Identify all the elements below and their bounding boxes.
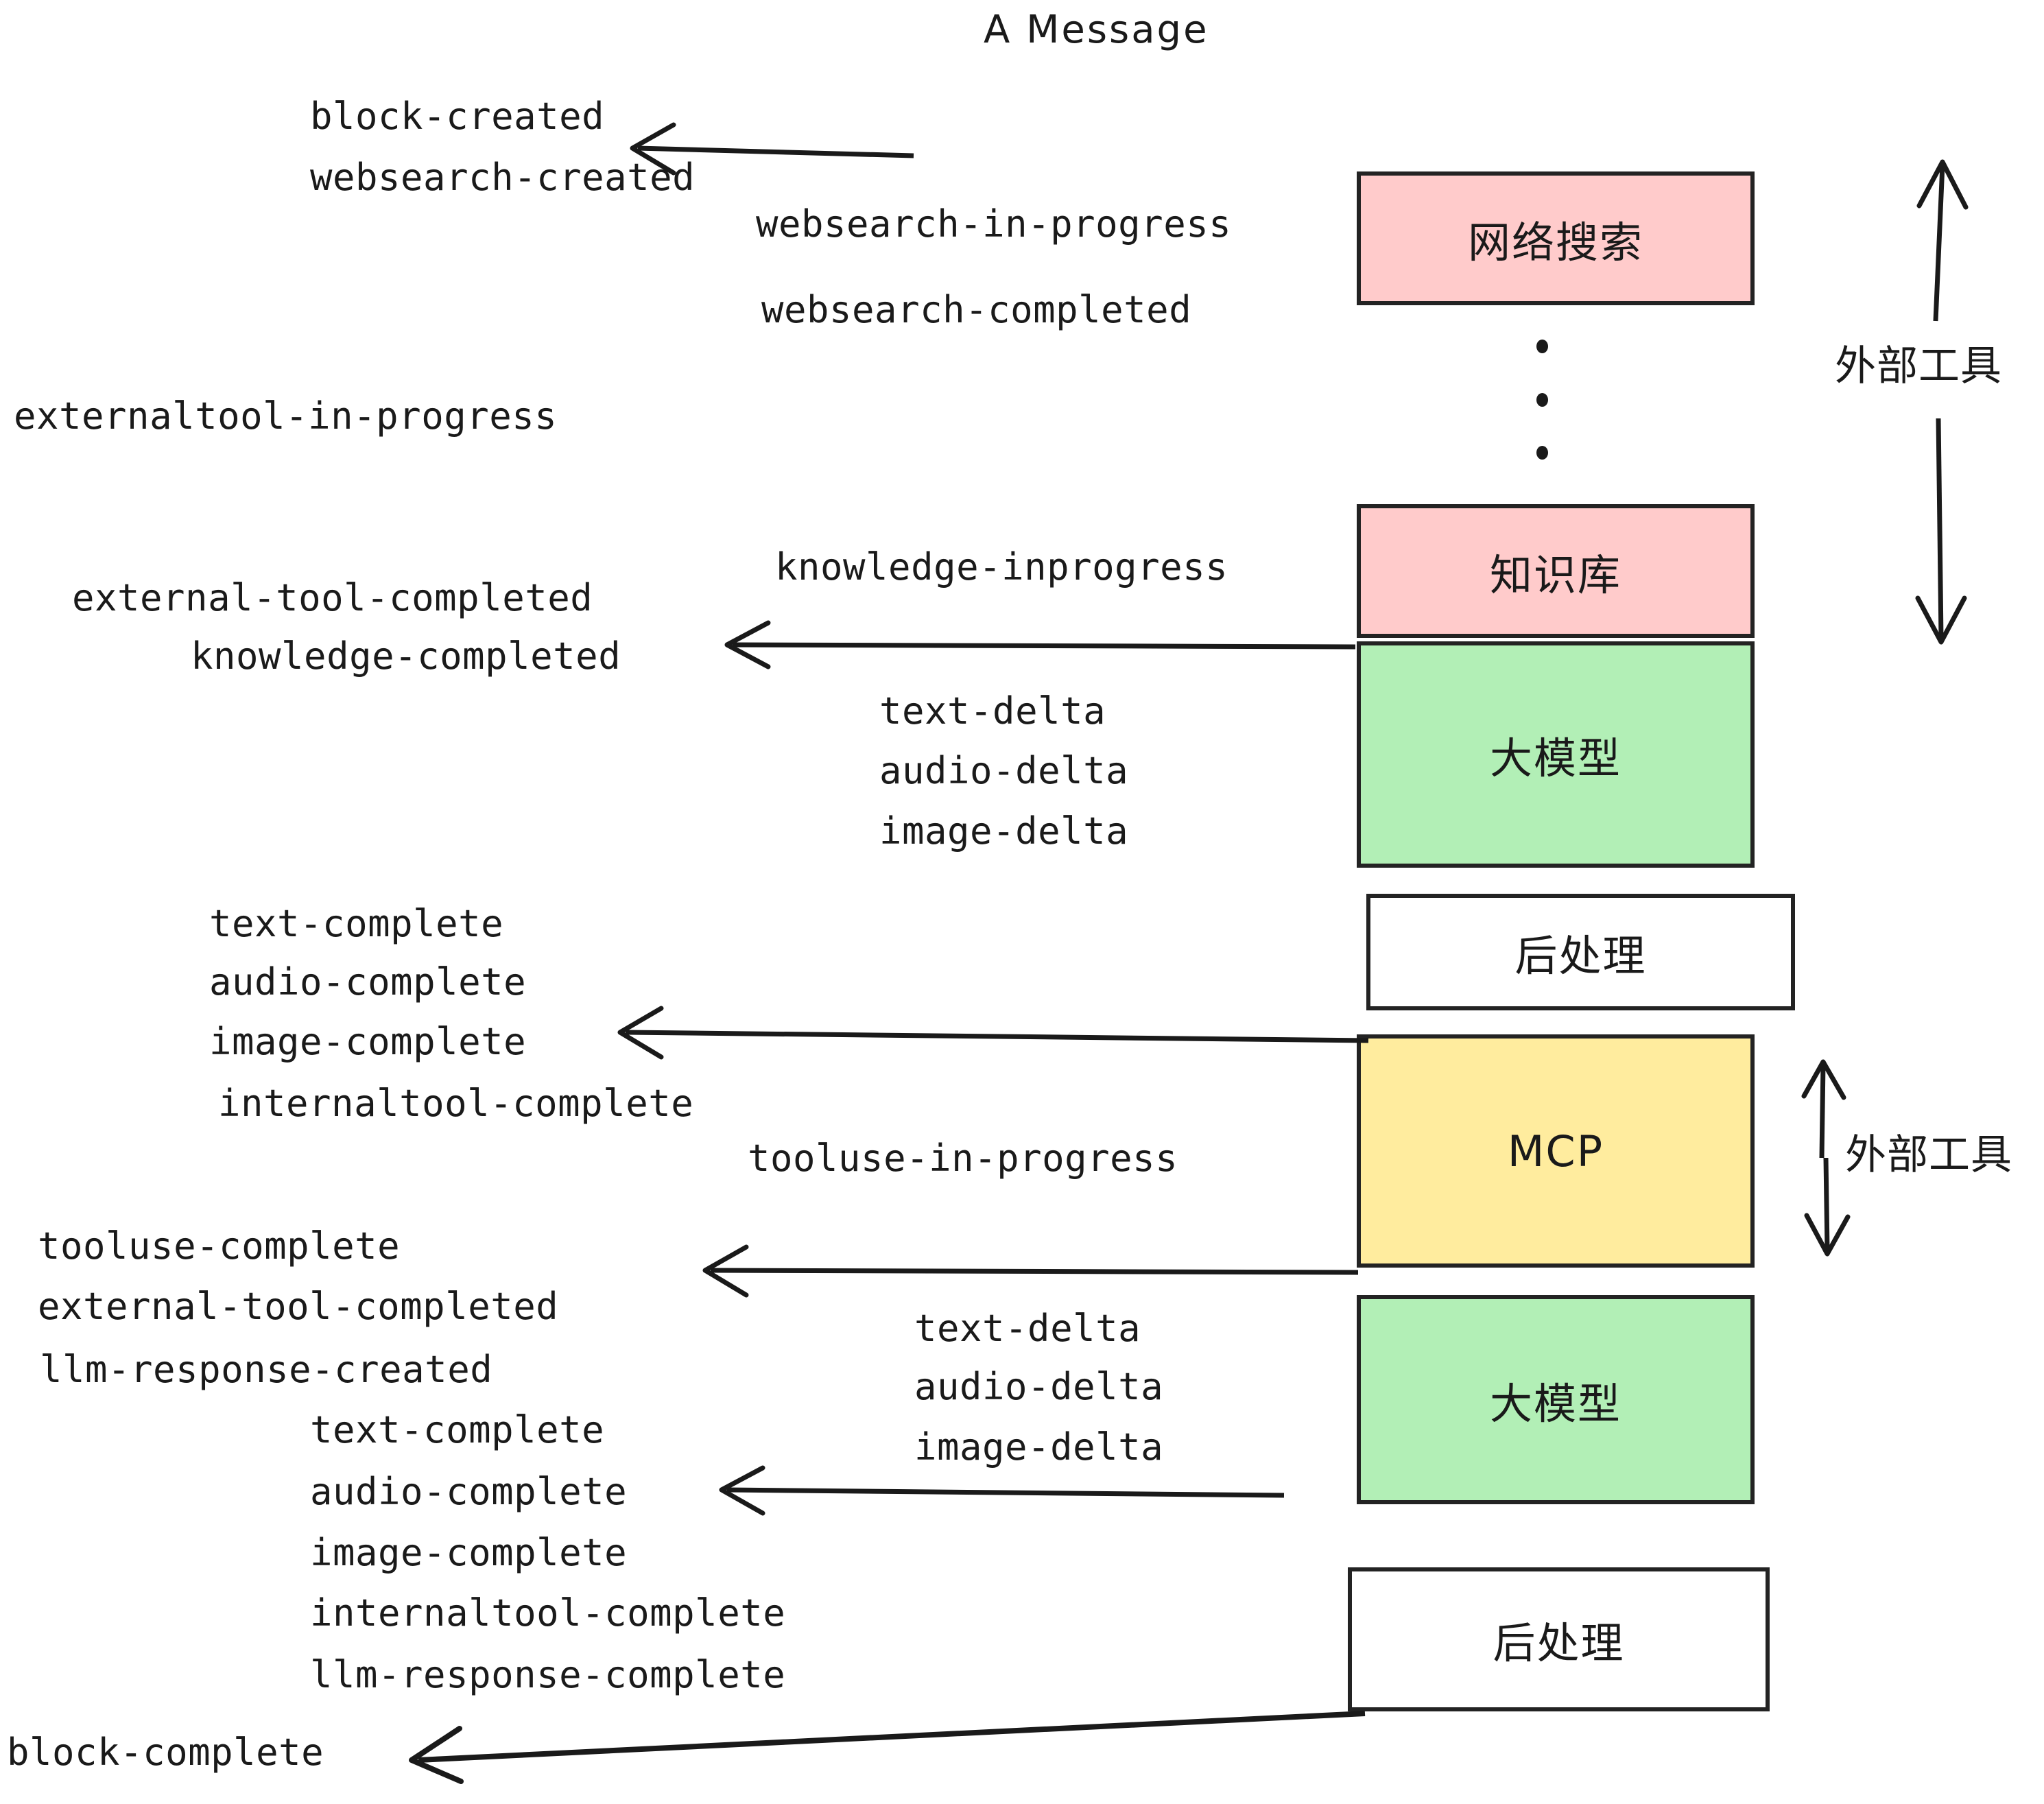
event-websearch-completed: websearch-completed	[761, 288, 1192, 331]
page-title: A Message	[984, 8, 1209, 52]
event-block-created: block-created	[310, 95, 605, 138]
event-block-complete: block-complete	[7, 1731, 324, 1774]
event-image-complete-2: image-complete	[310, 1531, 628, 1574]
arrow-postprocess2-to-block-complete	[409, 1711, 1366, 1784]
box-postprocess-1-label: 后处理	[1514, 931, 1647, 981]
event-knowledge-inprogress: knowledge-inprogress	[775, 545, 1228, 589]
event-external-tool-completed-1: external-tool-completed	[72, 576, 593, 619]
box-postprocess-2[interactable]: 后处理	[1348, 1567, 1770, 1711]
arrow-mcp-to-tooluse-complete	[702, 1244, 1359, 1298]
event-text-complete-2: text-complete	[310, 1408, 605, 1451]
event-audio-complete-1: audio-complete	[209, 960, 527, 1004]
box-llm-2[interactable]: 大模型	[1357, 1295, 1755, 1504]
box-mcp-label: MCP	[1507, 1126, 1604, 1176]
box-websearch-label: 网络搜索	[1467, 217, 1643, 268]
event-llm-response-created: llm-response-created	[40, 1348, 493, 1391]
event-image-delta-2: image-delta	[914, 1425, 1164, 1469]
event-websearch-in-progress: websearch-in-progress	[756, 202, 1232, 246]
event-text-complete-1: text-complete	[209, 902, 504, 945]
box-knowledge[interactable]: 知识库	[1357, 504, 1755, 638]
box-postprocess-2-label: 后处理	[1493, 1618, 1625, 1668]
event-internaltool-complete-2: internaltool-complete	[310, 1591, 786, 1635]
box-websearch[interactable]: 网络搜索	[1357, 171, 1755, 305]
event-audio-delta-1: audio-delta	[879, 749, 1129, 792]
box-llm-1-label: 大模型	[1489, 733, 1621, 783]
event-knowledge-completed: knowledge-completed	[191, 634, 621, 678]
box-postprocess-1[interactable]: 后处理	[1366, 894, 1795, 1010]
event-image-complete-1: image-complete	[209, 1020, 527, 1063]
box-mcp[interactable]: MCP	[1357, 1034, 1755, 1268]
event-tooluse-complete: tooluse-complete	[38, 1224, 401, 1268]
event-llm-response-complete: llm-response-complete	[310, 1653, 786, 1696]
event-text-delta-1: text-delta	[879, 689, 1106, 733]
box-knowledge-label: 知识库	[1489, 549, 1621, 600]
event-text-delta-2: text-delta	[914, 1307, 1141, 1350]
box-llm-2-label: 大模型	[1489, 1378, 1621, 1429]
event-internaltool-complete-1: internaltool-complete	[218, 1082, 694, 1125]
arrow-llm2-to-audio-complete	[719, 1465, 1285, 1516]
vertical-ellipsis-icon	[1535, 340, 1549, 460]
side-label-external-tool-top: 外部工具	[1835, 342, 2002, 390]
event-websearch-created: websearch-created	[310, 156, 696, 199]
event-tooluse-in-progress: tooluse-in-progress	[748, 1137, 1178, 1180]
event-image-delta-1: image-delta	[879, 809, 1129, 853]
arrow-postprocess-to-image-complete	[617, 1006, 1369, 1060]
event-audio-delta-2: audio-delta	[914, 1365, 1164, 1408]
box-llm-1[interactable]: 大模型	[1357, 641, 1755, 868]
event-audio-complete-2: audio-complete	[310, 1470, 628, 1513]
side-label-external-tool-bottom: 外部工具	[1845, 1131, 2012, 1179]
arrow-external-tool-top	[1915, 159, 1969, 645]
event-externaltool-in-progress: externaltool-in-progress	[14, 394, 558, 438]
event-external-tool-completed-2: external-tool-completed	[38, 1285, 559, 1328]
arrow-knowledge-to-knowledge-completed	[724, 620, 1356, 669]
arrow-external-tool-bottom	[1801, 1059, 1851, 1257]
